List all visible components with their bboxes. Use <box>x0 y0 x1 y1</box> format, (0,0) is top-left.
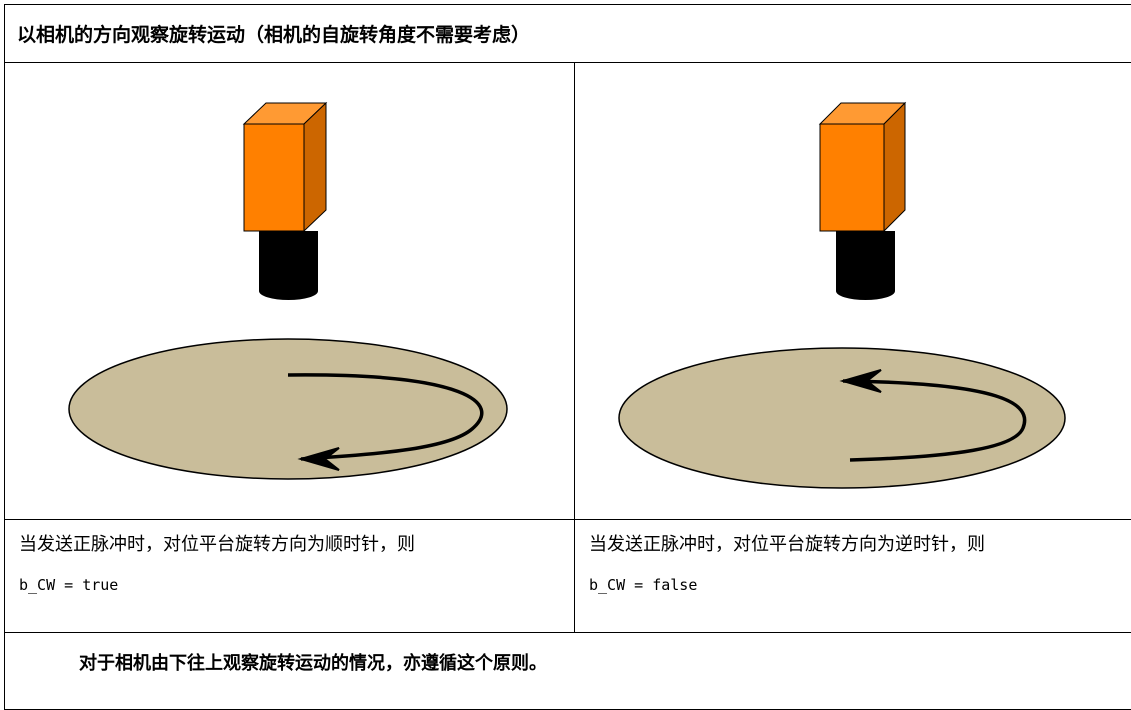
camera-lens-bottom <box>259 282 318 300</box>
camera-front-face <box>820 124 884 231</box>
left-figure-cell <box>5 63 575 520</box>
camera-side-face <box>304 103 326 231</box>
right-caption-text: 当发送正脉冲时，对位平台旋转方向为逆时针，则 <box>589 534 1131 556</box>
right-figure-cell <box>575 63 1131 520</box>
camera-side-face <box>884 103 905 231</box>
counterclockwise-figure <box>575 63 1131 519</box>
camera-right <box>820 103 905 300</box>
rotation-platform <box>619 348 1065 488</box>
figure-row <box>5 63 1131 520</box>
table-title: 以相机的方向观察旋转运动（相机的自旋转角度不需要考虑） <box>5 5 1131 63</box>
camera-lens-bottom <box>836 282 895 300</box>
left-caption-cell: 当发送正脉冲时，对位平台旋转方向为顺时针，则 b_CW = true <box>5 520 575 633</box>
document-table: 以相机的方向观察旋转运动（相机的自旋转角度不需要考虑） <box>4 4 1131 710</box>
rotation-platform <box>69 339 507 479</box>
right-code-text: b_CW = false <box>589 576 1131 594</box>
caption-row: 当发送正脉冲时，对位平台旋转方向为顺时针，则 b_CW = true 当发送正脉… <box>5 520 1131 633</box>
camera-front-face <box>244 124 304 231</box>
right-caption-cell: 当发送正脉冲时，对位平台旋转方向为逆时针，则 b_CW = false <box>575 520 1131 633</box>
left-code-text: b_CW = true <box>19 576 574 594</box>
left-caption-text: 当发送正脉冲时，对位平台旋转方向为顺时针，则 <box>19 534 574 556</box>
clockwise-figure <box>5 63 575 519</box>
note-row: 对于相机由下往上观察旋转运动的情况，亦遵循这个原则。 <box>5 633 1131 710</box>
note-text: 对于相机由下往上观察旋转运动的情况，亦遵循这个原则。 <box>5 633 1131 710</box>
title-row: 以相机的方向观察旋转运动（相机的自旋转角度不需要考虑） <box>5 5 1131 63</box>
camera-left <box>244 103 326 300</box>
